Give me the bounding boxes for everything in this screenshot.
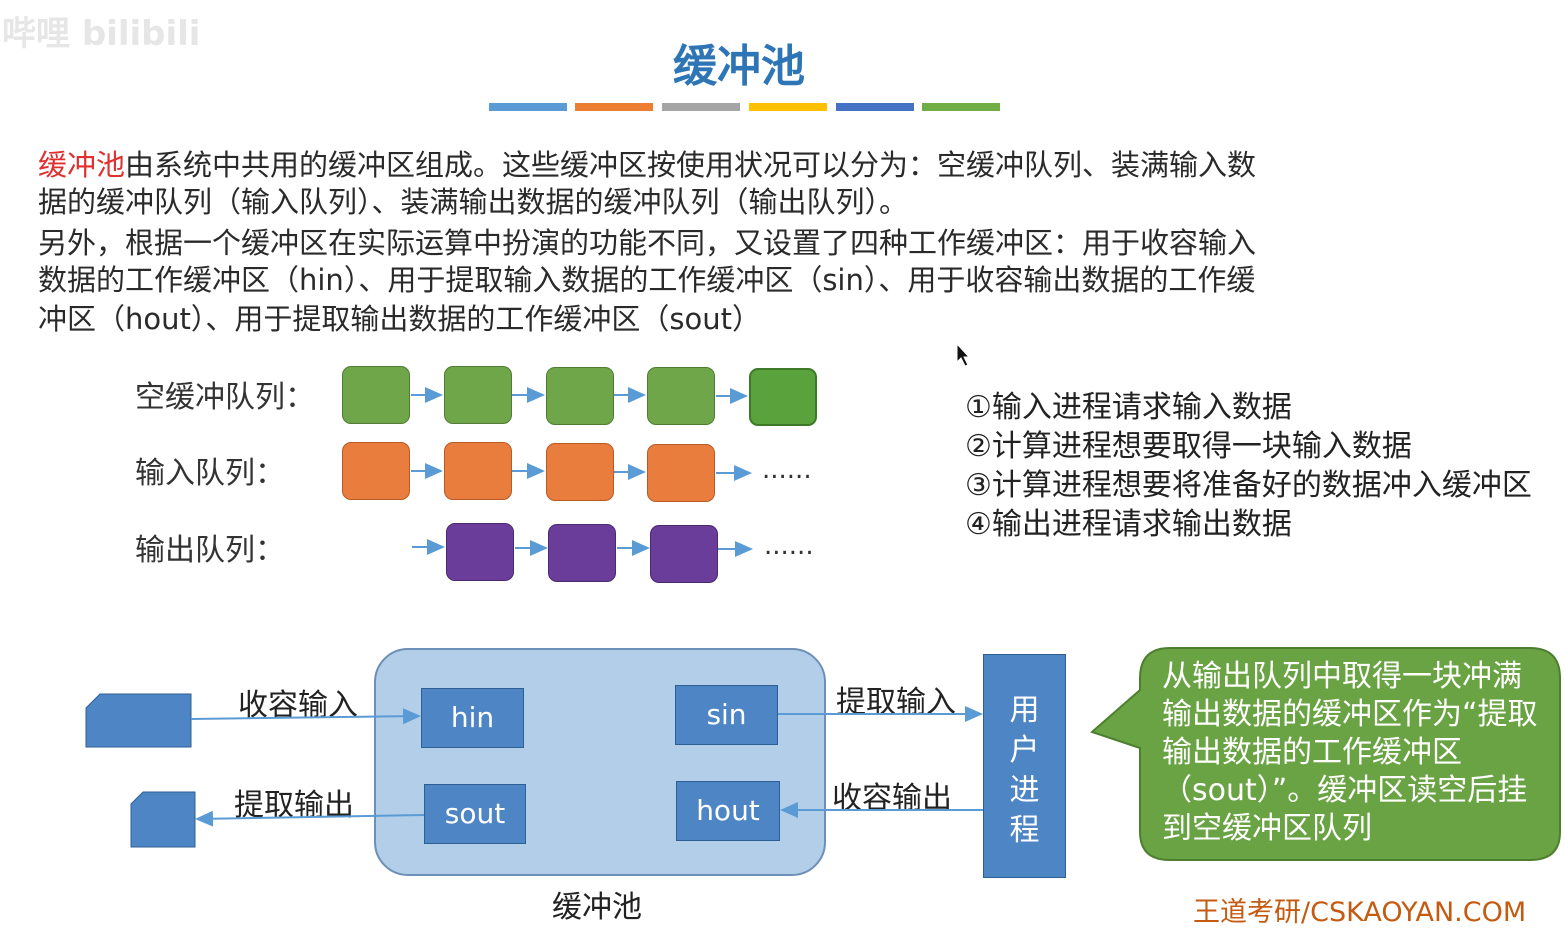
input-buffer-block [647, 444, 715, 502]
callout-bubble [1090, 647, 1561, 861]
intro-line-3: 另外，根据一个缓冲区在实际运算中扮演的功能不同，又设置了四种工作缓冲区：用于收容… [38, 226, 1257, 260]
output-queue-ellipsis: ...... [764, 531, 814, 561]
title-bar-2 [575, 103, 653, 111]
output-device-icon [130, 791, 196, 848]
hout-buffer: hout [676, 781, 780, 841]
watermark: 哔哩 bilibili [2, 14, 201, 54]
sin-buffer: sin [675, 685, 778, 745]
empty-buffer-block [444, 366, 512, 424]
sout-buffer: sout [424, 784, 526, 844]
output-buffer-block [650, 525, 718, 583]
intro-line-5: 冲区（hout）、用于提取输出数据的工作缓冲区（sout） [38, 302, 761, 336]
step-1: ①输入进程请求输入数据 [965, 390, 1292, 425]
user-process-box: 用 户 进 程 [983, 654, 1066, 878]
user-process-char: 进 [1009, 773, 1040, 808]
input-queue-label: 输入队列： [135, 456, 285, 491]
steps-list: ①输入进程请求输入数据 ②计算进程想要取得一块输入数据 ③计算进程想要将准备好的… [965, 388, 1532, 544]
collect-output-label: 收容输出 [832, 781, 952, 816]
step-2: ②计算进程想要取得一块输入数据 [965, 429, 1412, 464]
input-device-icon [85, 693, 192, 748]
intro-highlight: 缓冲池 [38, 148, 126, 182]
page-title: 缓冲池 [673, 41, 805, 92]
empty-queue-label: 空缓冲队列： [135, 380, 315, 415]
input-queue-ellipsis: ...... [762, 455, 812, 485]
input-buffer-block [444, 442, 512, 500]
intro-line-4: 数据的工作缓冲区（hin）、用于提取输入数据的工作缓冲区（sin）、用于收容输出… [38, 263, 1256, 297]
user-process-char: 用 [1009, 693, 1040, 728]
input-buffer-block [546, 443, 614, 501]
extract-input-label: 提取输入 [836, 685, 956, 720]
title-bar-3 [662, 103, 740, 111]
callout-text: 从输出队列中取得一块冲满输出数据的缓冲区作为“提取输出数据的工作缓冲区（sout… [1162, 659, 1538, 846]
empty-buffer-block [749, 368, 817, 426]
output-queue-label: 输出队列： [135, 533, 285, 568]
collect-input-label: 收容输入 [238, 688, 358, 723]
step-4: ④输出进程请求输出数据 [965, 507, 1292, 542]
brand-label: 王道考研/CSKAOYAN.COM [1193, 897, 1527, 928]
empty-buffer-block [342, 366, 410, 424]
empty-buffer-block [546, 367, 614, 425]
intro-line-2: 据的缓冲队列（输入队列）、装满输出数据的缓冲队列（输出队列）。 [38, 185, 909, 219]
output-buffer-block [548, 524, 616, 582]
input-buffer-block [342, 442, 410, 500]
output-buffer-block [446, 523, 514, 581]
step-3: ③计算进程想要将准备好的数据冲入缓冲区 [965, 468, 1532, 503]
intro-line-1-rest: 由系统中共用的缓冲区组成。这些缓冲区按使用状况可以分为：空缓冲队列、装满输入数 [125, 148, 1257, 182]
extract-output-label: 提取输出 [234, 788, 354, 823]
user-process-char: 户 [1009, 733, 1040, 768]
intro-line-1: 缓冲池由系统中共用的缓冲区组成。这些缓冲区按使用状况可以分为：空缓冲队列、装满输… [38, 146, 1438, 184]
hin-buffer: hin [421, 688, 524, 748]
buffer-pool-label: 缓冲池 [552, 890, 642, 925]
title-bar-6 [922, 103, 1000, 111]
title-bar-1 [489, 103, 567, 111]
title-bar-5 [836, 103, 914, 111]
empty-buffer-block [647, 367, 715, 425]
user-process-char: 程 [1009, 813, 1040, 848]
title-bar-4 [749, 103, 827, 111]
mouse-cursor-icon [956, 342, 971, 367]
